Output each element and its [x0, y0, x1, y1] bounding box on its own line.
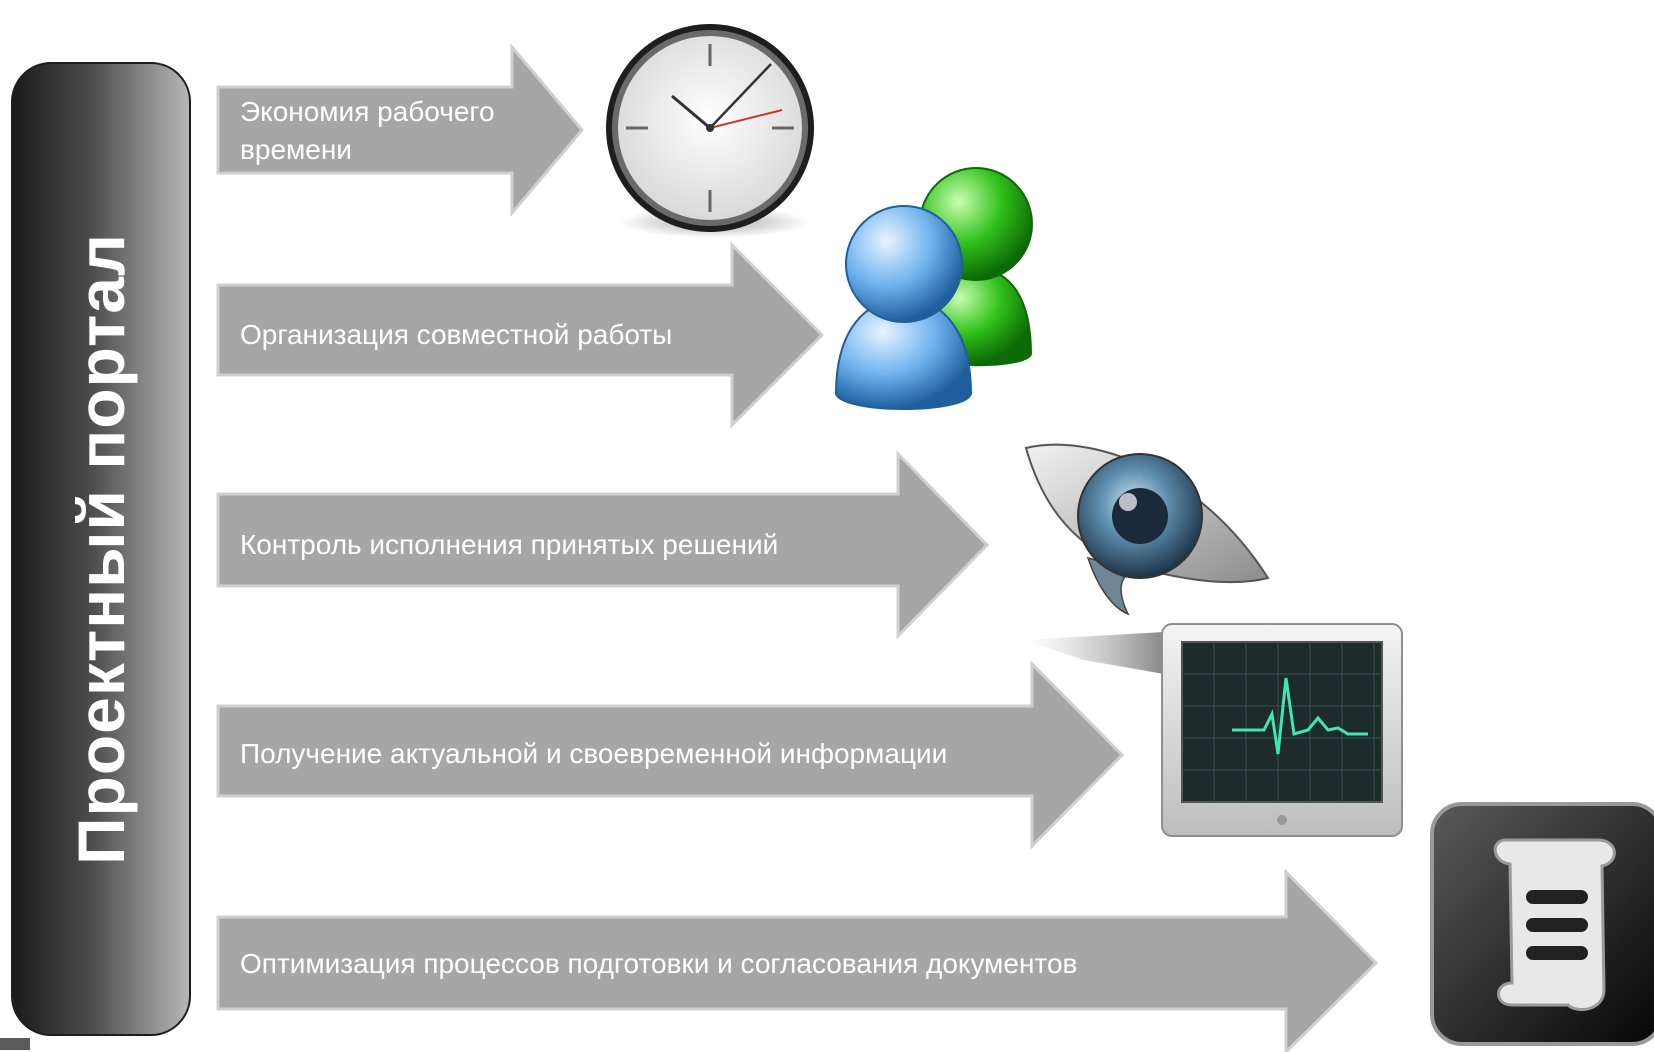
users-icon [834, 167, 1033, 410]
benefit-arrow-4 [216, 660, 1125, 850]
benefit-label-1: Экономия рабочего времени [240, 93, 560, 169]
benefit-arrow-5 [216, 868, 1379, 1052]
benefit-label-1-line-1: Экономия рабочего [240, 96, 495, 127]
sidebar-panel: Проектный портал [11, 62, 191, 1036]
clock-icon [606, 24, 814, 238]
sidebar-title: Проектный портал [64, 233, 138, 865]
eye-icon [1024, 443, 1270, 616]
benefit-arrow-1 [216, 42, 584, 218]
benefit-arrow-2 [216, 241, 825, 429]
benefit-label-4: Получение актуальной и своевременной инф… [240, 738, 948, 769]
benefit-label-2: Организация совместной работы [240, 319, 673, 350]
activity-monitor-icon [1024, 623, 1403, 837]
benefit-arrow-3 [216, 450, 990, 640]
benefit-label-3: Контроль исполнения принятых решений [240, 529, 779, 560]
benefit-label-1-line-2: времени [240, 134, 352, 165]
benefit-label-5: Оптимизация процессов подготовки и согла… [240, 948, 1078, 979]
corner-mark [0, 1038, 30, 1050]
script-document-icon [1430, 802, 1654, 1046]
